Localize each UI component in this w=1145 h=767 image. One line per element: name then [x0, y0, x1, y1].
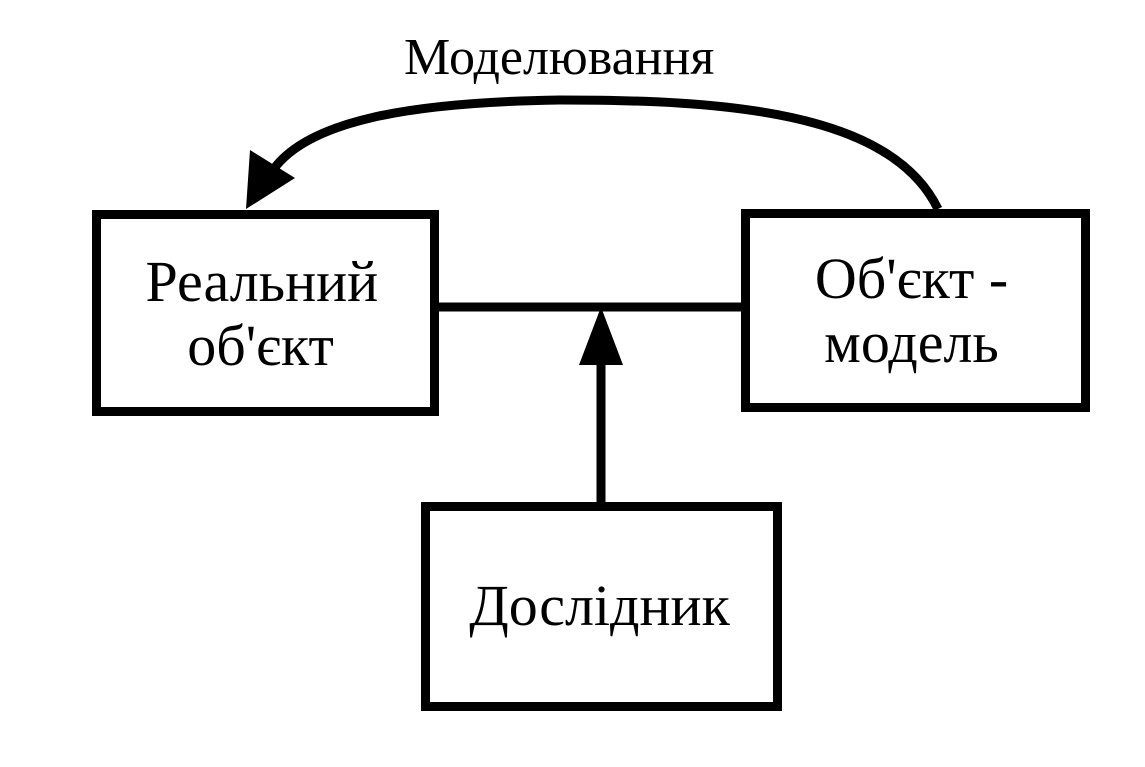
research-arrow-head — [579, 307, 623, 365]
researcher-node: Дослідник — [421, 502, 782, 711]
modeling-edge-label: Моделювання — [404, 29, 715, 86]
real-object-node: Реальний об'єкт — [92, 210, 439, 416]
model-object-node: Об'єкт - модель — [741, 209, 1090, 412]
researcher-label: Дослідник — [469, 572, 730, 638]
modeling-arrow-head — [246, 150, 295, 209]
modeling-arrow-curve — [264, 95, 943, 211]
model-object-label: Об'єкт - модель — [814, 245, 1009, 375]
real-object-label: Реальний об'єкт — [145, 249, 379, 378]
